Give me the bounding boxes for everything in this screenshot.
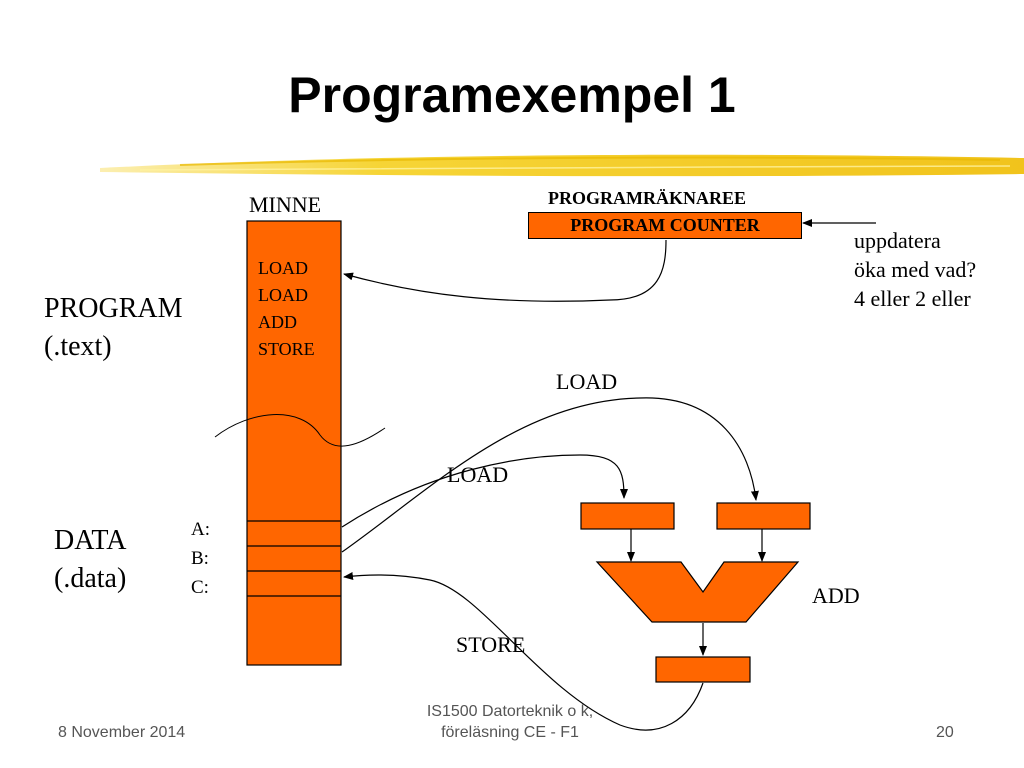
instruction-load-1: LOAD xyxy=(258,258,308,278)
program-sublabel: (.text) xyxy=(44,331,112,362)
memory-label: MINNE xyxy=(249,192,322,217)
data-cell-b: B: xyxy=(191,548,209,569)
register-right xyxy=(716,502,811,530)
instruction-add: ADD xyxy=(258,312,297,332)
program-counter-box: PROGRAM COUNTER xyxy=(528,212,802,239)
footer-date: 8 November 2014 xyxy=(58,724,186,741)
pc-title: PROGRAMRÄKNAREE xyxy=(548,188,746,208)
register-left xyxy=(580,502,675,530)
data-section-label: DATA (.data) xyxy=(54,522,126,598)
pc-to-instruction-arrow xyxy=(343,239,667,302)
load-b-label: LOAD xyxy=(556,369,618,394)
data-label: DATA xyxy=(54,525,127,556)
slide-title: Programexempel 1 xyxy=(288,67,736,123)
load-b-arrow xyxy=(341,397,759,553)
footer-course: IS1500 Datorteknik o k, föreläsning CE -… xyxy=(380,701,640,743)
footer-page-number: 20 xyxy=(936,724,954,741)
memory-instructions: LOAD LOAD ADD STORE xyxy=(258,255,315,363)
memory-break-line xyxy=(214,414,386,447)
data-sublabel: (.data) xyxy=(54,563,127,594)
store-arrow xyxy=(343,571,704,731)
note-line-1: uppdatera xyxy=(854,228,941,253)
data-cell-a: A: xyxy=(191,519,210,540)
pc-update-note: uppdatera öka med vad? 4 eller 2 eller xyxy=(854,226,976,313)
store-label: STORE xyxy=(456,632,526,657)
program-label: PROGRAM xyxy=(44,293,183,324)
footer-course-line-1: IS1500 Datorteknik o k, xyxy=(426,703,594,720)
load-a-label: LOAD xyxy=(447,462,509,487)
alu-shape xyxy=(595,561,800,623)
data-cell-labels: A: B: C: xyxy=(191,515,210,603)
memory-column xyxy=(246,220,342,666)
data-cell-c: C: xyxy=(191,577,209,598)
program-section-label: PROGRAM (.text) xyxy=(44,290,182,366)
note-line-2: öka med vad? xyxy=(854,257,977,282)
load-a-arrow xyxy=(341,454,628,528)
instruction-load-2: LOAD xyxy=(258,285,308,305)
title-underline-stroke xyxy=(100,154,1024,177)
footer-course-line-2: föreläsning CE - F1 xyxy=(441,724,579,741)
note-line-3: 4 eller 2 eller xyxy=(854,286,971,311)
instruction-store: STORE xyxy=(258,339,315,359)
add-label: ADD xyxy=(812,583,860,608)
register-result xyxy=(655,656,751,683)
